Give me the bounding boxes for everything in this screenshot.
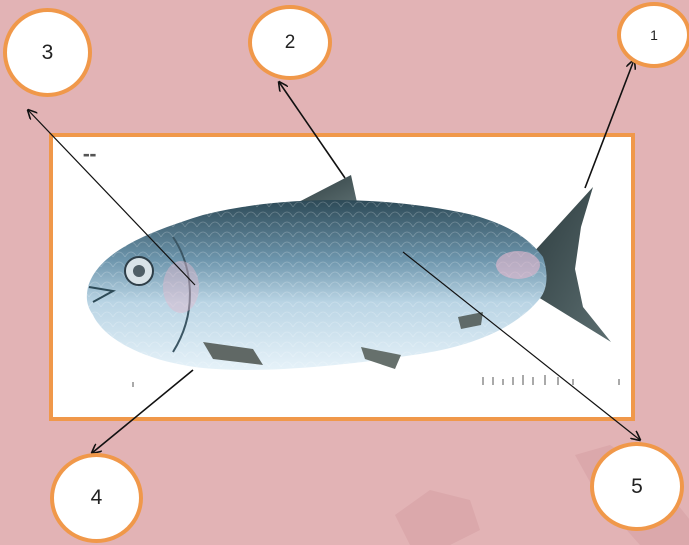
label-bubble-3: 3 xyxy=(3,8,92,97)
label-number: 2 xyxy=(285,32,296,54)
arrow-icon xyxy=(28,110,195,285)
label-bubble-1: 1 xyxy=(617,2,689,68)
arrow-icon xyxy=(279,82,345,178)
label-bubble-2: 2 xyxy=(248,5,332,80)
arrow-icon xyxy=(92,370,193,453)
label-number: 4 xyxy=(91,486,103,510)
label-number: 5 xyxy=(631,475,643,499)
label-bubble-5: 5 xyxy=(590,442,684,531)
label-number: 3 xyxy=(42,41,54,65)
arrow-icon xyxy=(403,252,640,440)
arrow-icon xyxy=(585,60,634,188)
label-bubble-4: 4 xyxy=(50,453,143,543)
label-number: 1 xyxy=(650,27,658,43)
